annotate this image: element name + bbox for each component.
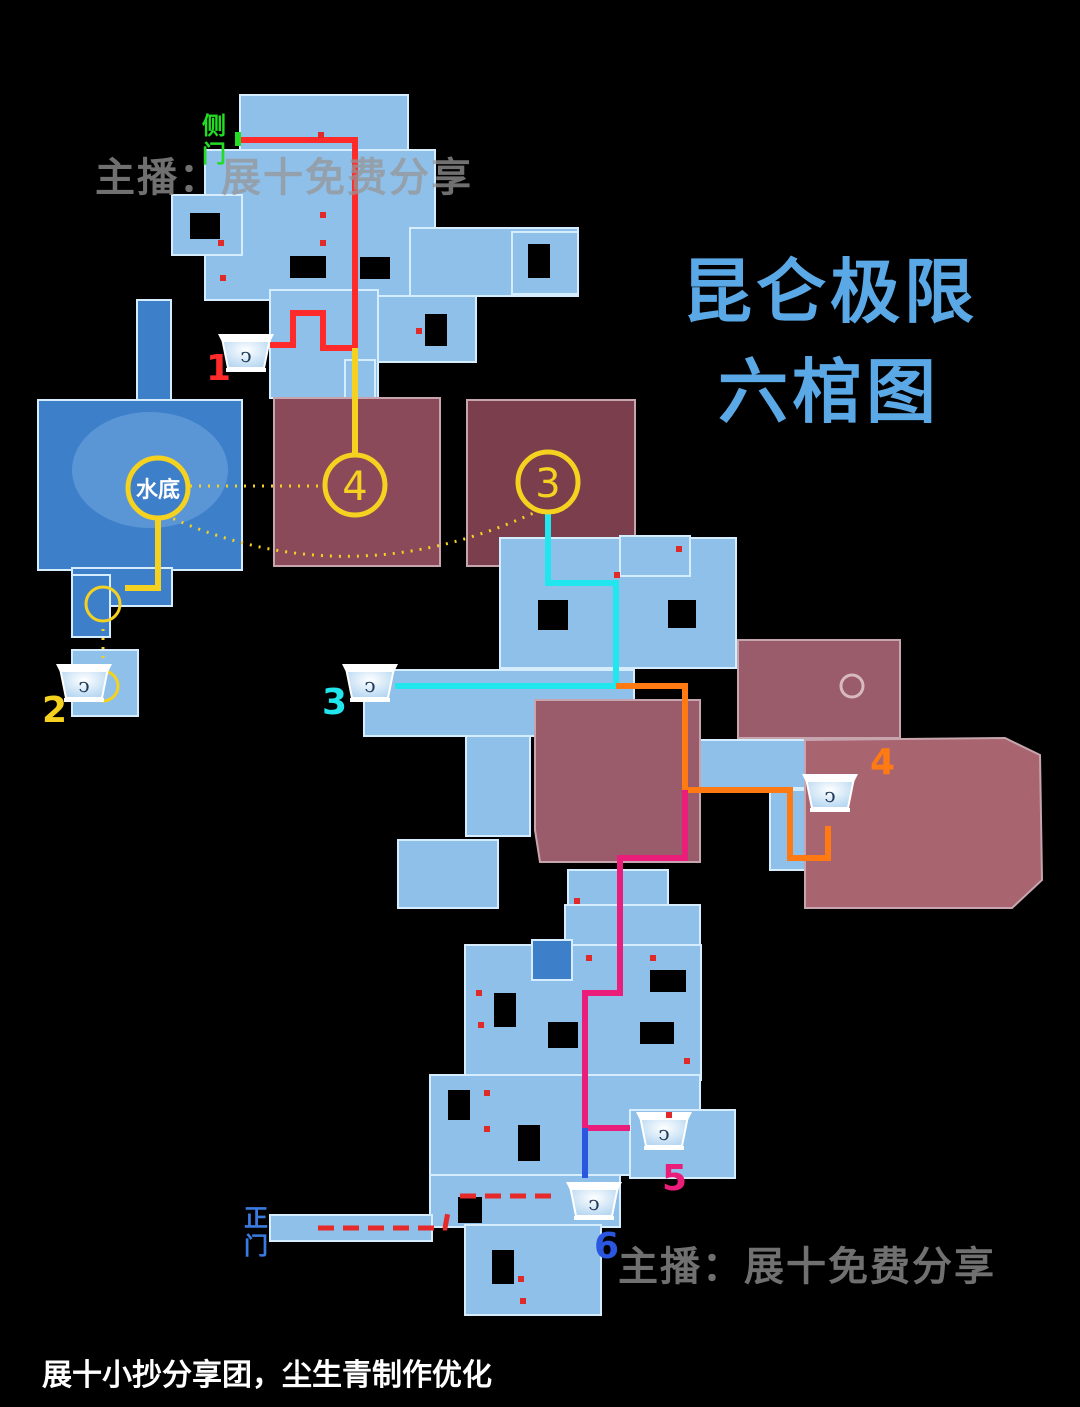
main-door-label: 正门 (244, 1204, 268, 1260)
room-label-4: 4 (342, 464, 367, 510)
coffin-icon: ↄ (566, 1182, 622, 1220)
room-circle-4 (322, 452, 388, 518)
route-orange (616, 683, 831, 861)
map-title-line2: 六棺图 (718, 351, 940, 433)
coffin-number-2: 2 (42, 690, 68, 731)
trap-markers (218, 132, 690, 1304)
watermark-top: 主播：展十免费分享 (95, 155, 473, 201)
north-wing (171, 94, 579, 401)
coffin-number-1: 1 (206, 348, 232, 389)
coffin-icon: ↄ (342, 664, 398, 702)
coffin-icon: ↄ (802, 774, 858, 812)
coffin-number-5: 5 (662, 1158, 688, 1199)
svg-text:ↄ: ↄ (364, 673, 375, 697)
side-door-label: 侧门 (202, 112, 226, 168)
credit-text: 展十小抄分享团，尘生青制作优化 (42, 1358, 492, 1393)
route-yellow-w (125, 510, 161, 591)
east-halls (534, 639, 1044, 909)
coffin-number-3: 3 (322, 682, 348, 723)
underwater-circle (125, 455, 191, 521)
north-wing-holes (190, 213, 550, 346)
coffin-icon: ↄ (218, 334, 274, 372)
coffin-number-6: 6 (594, 1226, 620, 1267)
route-entrance (318, 1193, 560, 1231)
svg-text:ↄ: ↄ (824, 783, 835, 807)
room-circle-3 (515, 449, 581, 515)
coffin-icon: ↄ (636, 1112, 692, 1150)
south-holes (448, 970, 686, 1284)
underwater-label: 水底 (136, 477, 180, 503)
coffin-number-4: 4 (870, 742, 896, 783)
coffin-icons: ↄ ↄ ↄ ↄ (56, 334, 858, 1220)
route-red (240, 137, 358, 351)
svg-text:ↄ: ↄ (588, 1191, 599, 1215)
svg-text:ↄ: ↄ (658, 1121, 669, 1145)
watermark-bottom: 主播：展十免费分享 (618, 1244, 996, 1290)
svg-text:ↄ: ↄ (240, 343, 251, 367)
room-label-3: 3 (535, 461, 560, 507)
route-paths (125, 132, 831, 1178)
circle-markers (84, 449, 581, 703)
coffin-icon: ↄ (56, 664, 112, 702)
map-title-line1: 昆仑极限 (682, 251, 978, 333)
svg-text:ↄ: ↄ (78, 673, 89, 697)
middle-holes (538, 600, 696, 630)
route-cyan (395, 510, 619, 689)
